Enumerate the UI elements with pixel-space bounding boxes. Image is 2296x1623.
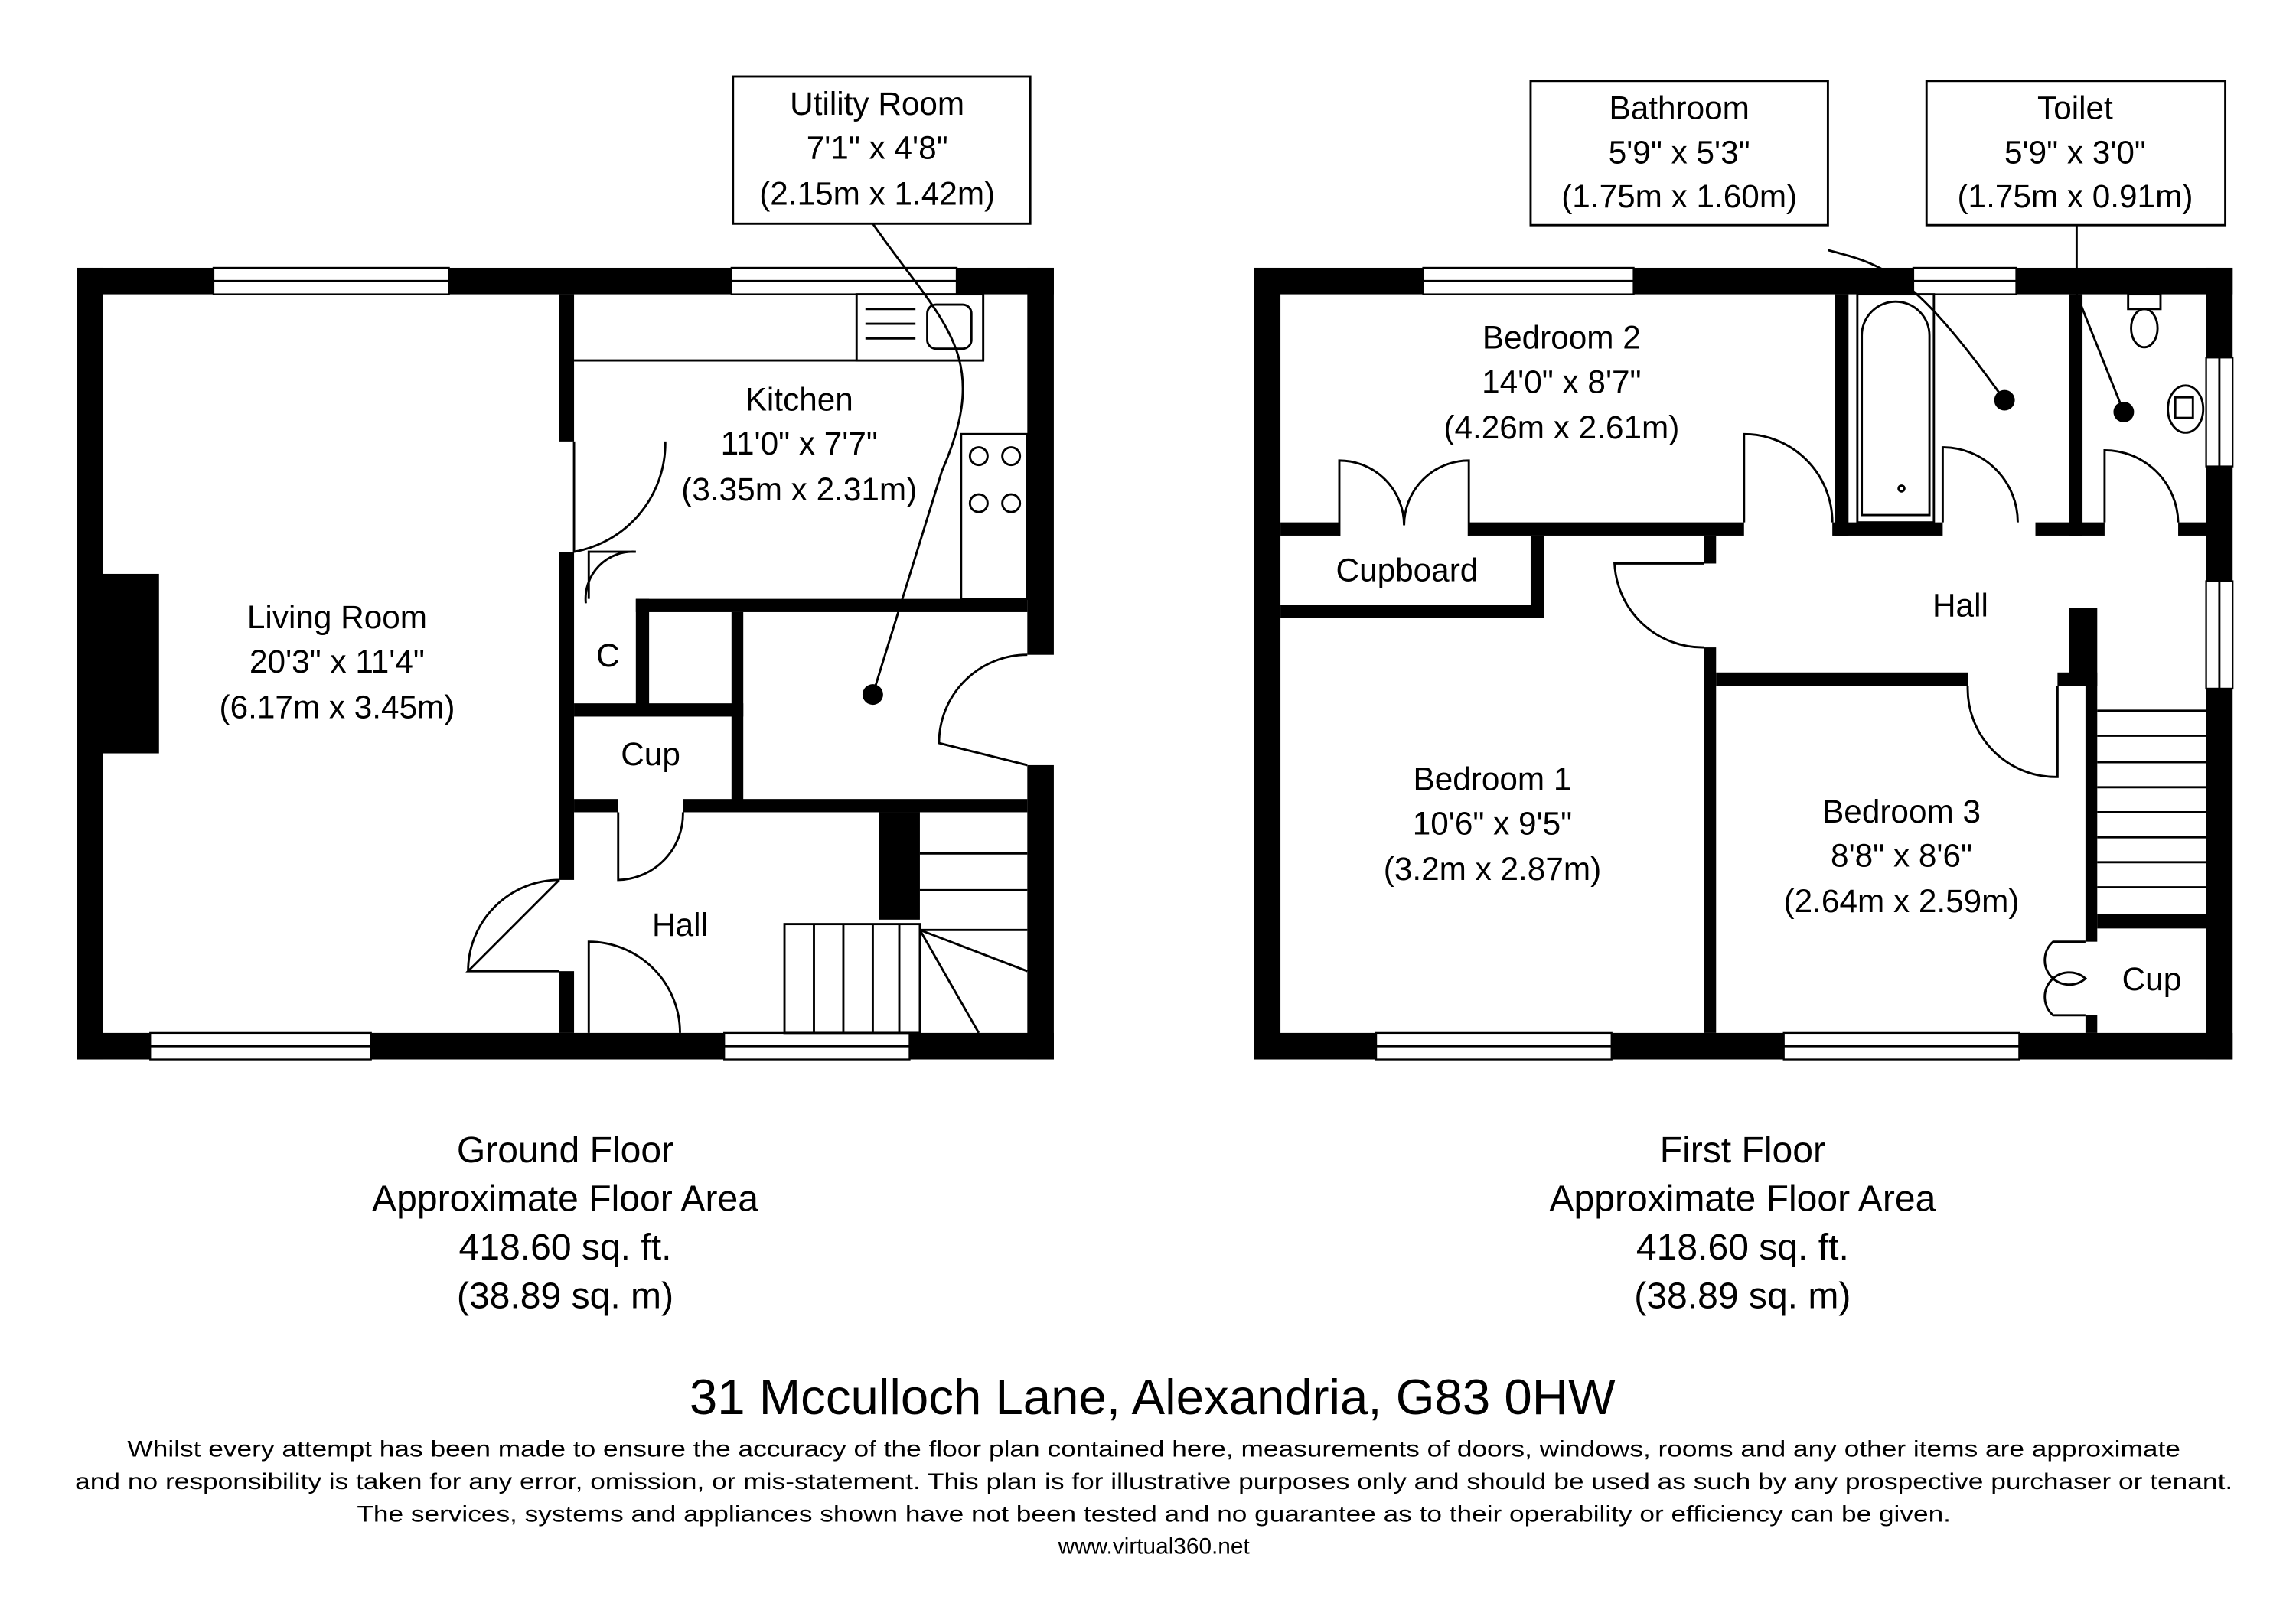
disclaimer-line: The services, systems and appliances sho… bbox=[357, 1501, 1951, 1527]
door bbox=[584, 550, 636, 604]
kitchen-imperial: 11'0" x 7'7" bbox=[721, 425, 878, 461]
cupboard-name: Cupboard bbox=[1336, 552, 1479, 588]
door bbox=[465, 878, 560, 973]
door bbox=[1613, 562, 1704, 649]
window bbox=[1912, 266, 2017, 295]
disclaimer-line: Whilst every attempt has been made to en… bbox=[127, 1437, 2180, 1462]
staircase bbox=[783, 852, 1028, 1035]
cup-name: Cup bbox=[2122, 961, 2182, 997]
area-sqft: 418.60 sq. ft. bbox=[1636, 1227, 1849, 1268]
utility-room-name: Utility Room bbox=[790, 86, 964, 122]
cupboard-name: Cup bbox=[621, 736, 680, 772]
toilet-label-box bbox=[1925, 80, 2227, 227]
first-floor-plan: Bathroom 5'9" x 5'3" (1.75m x 1.60m) Toi… bbox=[1254, 80, 2234, 1061]
leader-dot bbox=[862, 684, 883, 706]
window bbox=[2205, 580, 2234, 690]
bathroom-label-box bbox=[1529, 80, 1829, 227]
hall-name: Hall bbox=[1932, 588, 1988, 624]
sink-icon bbox=[855, 293, 985, 362]
website-link[interactable]: www.virtual360.net bbox=[1058, 1534, 1251, 1559]
door bbox=[1941, 446, 2019, 523]
door bbox=[2103, 448, 2180, 523]
kitchen-name: Kitchen bbox=[745, 381, 853, 417]
toilet-name: Toilet bbox=[2037, 90, 2113, 126]
ground-floor-caption: Ground Floor Approximate Floor Area 418.… bbox=[372, 1129, 758, 1316]
window bbox=[1422, 266, 1635, 295]
leader-dot bbox=[2113, 401, 2135, 422]
bedroom-3-name: Bedroom 3 bbox=[1822, 794, 1981, 829]
area-sqm: (38.89 sq. m) bbox=[1634, 1275, 1851, 1316]
toilet-metric: (1.75m x 0.91m) bbox=[1957, 178, 2193, 214]
window bbox=[1375, 1031, 1613, 1061]
hall-name: Hall bbox=[652, 907, 708, 943]
floor-name: Ground Floor bbox=[457, 1129, 673, 1171]
floor-name: First Floor bbox=[1660, 1129, 1825, 1171]
closet-name: C bbox=[596, 637, 620, 673]
window bbox=[730, 266, 958, 295]
property-address: 31 Mcculloch Lane, Alexandria, G83 0HW bbox=[690, 1369, 1616, 1425]
first-floor-caption: First Floor Approximate Floor Area 418.6… bbox=[1549, 1129, 1936, 1316]
kitchen-metric: (3.35m x 2.31m) bbox=[681, 471, 917, 507]
area-sqm: (38.89 sq. m) bbox=[457, 1275, 673, 1316]
area-label: Approximate Floor Area bbox=[1549, 1178, 1936, 1220]
bathroom-name: Bathroom bbox=[1609, 90, 1749, 126]
chimney-breast bbox=[103, 573, 159, 754]
disclaimer-line: and no responsibility is taken for any e… bbox=[75, 1469, 2232, 1494]
window bbox=[2205, 357, 2234, 468]
area-sqft: 418.60 sq. ft. bbox=[459, 1227, 672, 1268]
window bbox=[212, 266, 450, 295]
bedroom-3-imperial: 8'8" x 8'6" bbox=[1831, 838, 1972, 874]
bedroom-3-metric: (2.64m x 2.59m) bbox=[1784, 883, 2020, 919]
utility-label-box bbox=[732, 75, 1032, 225]
bedroom-1-metric: (3.2m x 2.87m) bbox=[1384, 851, 1601, 887]
bedroom-1-imperial: 10'6" x 9'5" bbox=[1413, 805, 1572, 841]
leader-dot bbox=[1994, 389, 2015, 411]
window bbox=[149, 1031, 372, 1061]
toilet-icon bbox=[2127, 293, 2162, 349]
cupboard-doors bbox=[1338, 459, 1470, 536]
staircase bbox=[2097, 709, 2206, 888]
utility-room-imperial: 7'1" x 4'8" bbox=[807, 130, 948, 166]
window bbox=[723, 1031, 911, 1061]
door bbox=[617, 812, 684, 882]
ground-floor-plan: Utility Room 7'1" x 4'8" (2.15m x 1.42m)… bbox=[77, 75, 1054, 1061]
cooker-icon bbox=[960, 432, 1029, 601]
bathroom-imperial: 5'9" x 5'3" bbox=[1609, 134, 1750, 170]
bedroom-2-metric: (4.26m x 2.61m) bbox=[1443, 409, 1679, 445]
window bbox=[1782, 1031, 2020, 1061]
door bbox=[1743, 432, 1834, 523]
door bbox=[938, 653, 1028, 767]
toilet-imperial: 5'9" x 3'0" bbox=[2004, 134, 2146, 170]
bedroom-2-name: Bedroom 2 bbox=[1482, 320, 1641, 356]
bedroom-2-imperial: 14'0" x 8'7" bbox=[1482, 363, 1641, 399]
bath-icon bbox=[1856, 293, 1936, 524]
door bbox=[1966, 686, 2059, 778]
living-room-metric: (6.17m x 3.45m) bbox=[219, 689, 455, 725]
area-label: Approximate Floor Area bbox=[372, 1178, 758, 1220]
basin-icon bbox=[2167, 384, 2205, 434]
door bbox=[587, 940, 681, 1033]
bedroom-1-name: Bedroom 1 bbox=[1414, 761, 1572, 797]
living-room-imperial: 20'3" x 11'4" bbox=[249, 644, 425, 680]
door bbox=[572, 441, 667, 553]
living-room-name: Living Room bbox=[247, 599, 427, 635]
bathroom-metric: (1.75m x 1.60m) bbox=[1561, 178, 1797, 214]
utility-room-metric: (2.15m x 1.42m) bbox=[759, 175, 995, 211]
cup-doors bbox=[2043, 940, 2088, 1017]
